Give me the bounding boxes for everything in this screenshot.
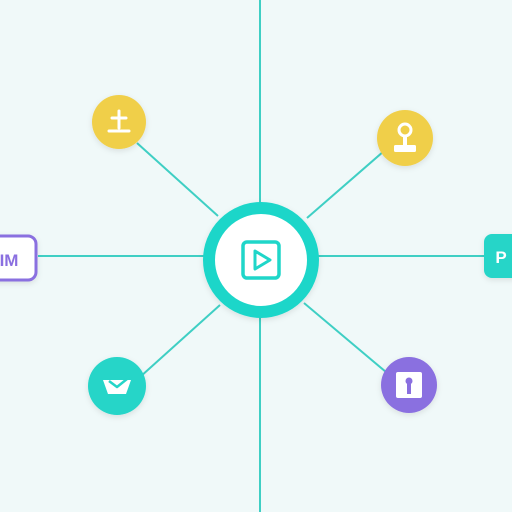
left-tag-label: IM [0,251,18,270]
joystick-icon [394,122,416,152]
connector-bottom-right [303,302,387,373]
connector-bottom-left [139,304,221,378]
connector-top-right [306,150,385,219]
right-tag-label: P [495,248,506,267]
node-bottom-right[interactable] [381,357,437,413]
upload-icon [107,109,131,133]
tray-icon [103,378,131,394]
central-hub[interactable] [203,202,319,318]
node-left-tag[interactable]: IM [0,234,38,282]
lock-icon [396,372,422,398]
connector-top-left [136,142,219,217]
play-icon [241,240,281,280]
node-top-left[interactable] [92,95,146,149]
connector-lines [136,142,387,378]
node-top-right[interactable] [377,110,433,166]
hub-ring [203,202,319,318]
node-bottom-left[interactable] [88,357,146,415]
node-right-tag[interactable]: P [484,234,512,278]
